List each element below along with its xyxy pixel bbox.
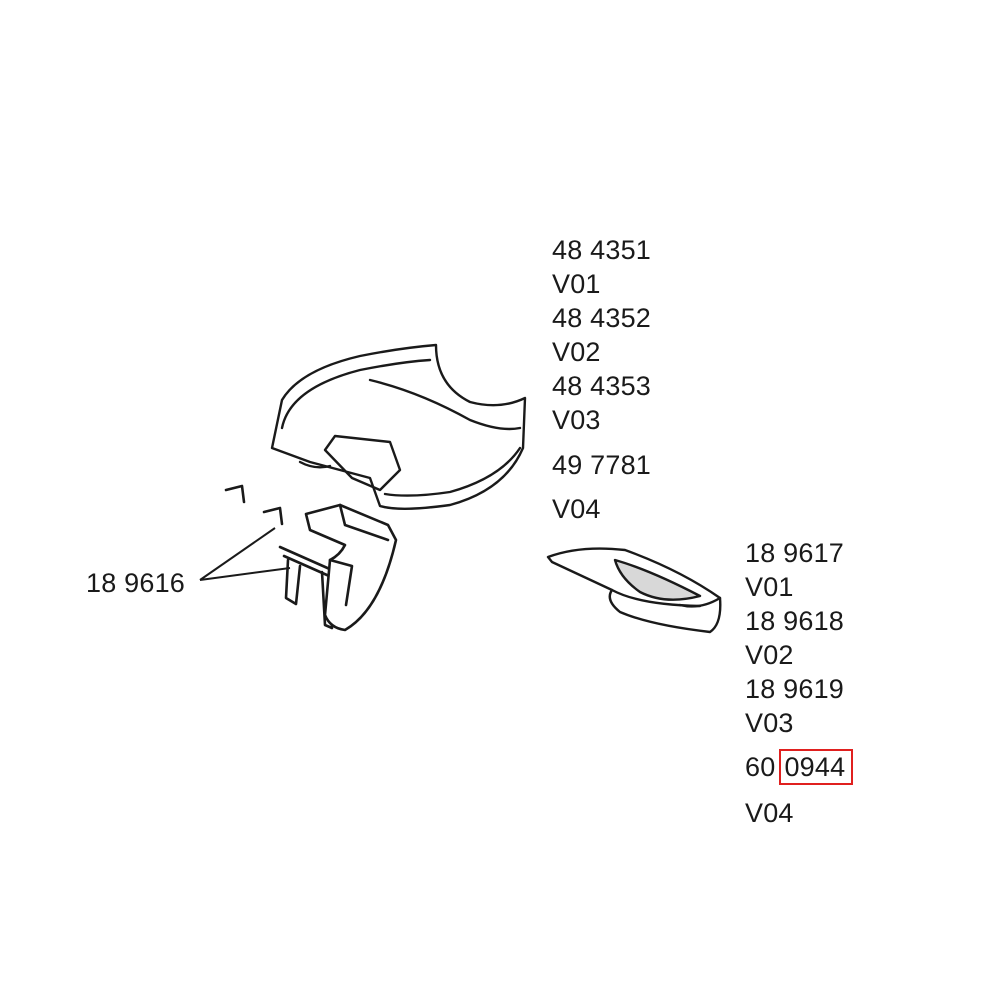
lid-variant-1: V01 bbox=[552, 269, 601, 299]
shelf-part-number-1: 18 9617 bbox=[745, 538, 844, 568]
shelf-part-number-2: 18 9618 bbox=[745, 606, 844, 636]
lid-part-number-4: 49 7781 bbox=[552, 450, 651, 480]
shelf-variant-2: V02 bbox=[745, 640, 794, 670]
lid-variant-2: V02 bbox=[552, 337, 601, 367]
clip-part-drawing bbox=[224, 484, 398, 632]
shelf-part-drawing bbox=[546, 547, 722, 634]
shelf-part-number-3: 18 9619 bbox=[745, 674, 844, 704]
lid-variant-3: V03 bbox=[552, 405, 601, 435]
shelf-variant-3: V03 bbox=[745, 708, 794, 738]
lid-tray-drawing bbox=[270, 343, 527, 510]
lid-part-number-1: 48 4351 bbox=[552, 235, 651, 265]
lid-part-number-3: 48 4353 bbox=[552, 371, 651, 401]
shelf-variant-1: V01 bbox=[745, 572, 794, 602]
shelf-part-number-4-prefix: 60 bbox=[745, 752, 776, 782]
lid-variant-4: V04 bbox=[552, 494, 601, 524]
highlighted-part-number: 0944 bbox=[779, 749, 854, 785]
lid-part-number-2: 48 4352 bbox=[552, 303, 651, 333]
shelf-variant-4: V04 bbox=[745, 798, 794, 828]
left-leader-lines bbox=[199, 527, 291, 581]
left-part-number: 18 9616 bbox=[86, 568, 185, 598]
